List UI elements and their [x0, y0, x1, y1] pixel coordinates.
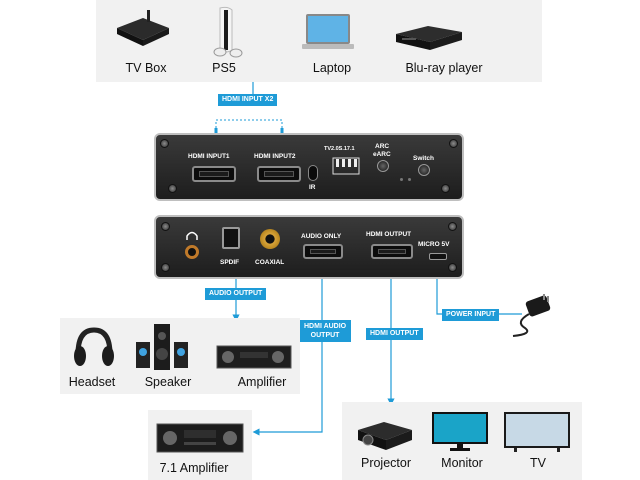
laptop-image	[300, 12, 356, 54]
amplifier-71-image	[156, 422, 244, 454]
spdif-port[interactable]	[222, 227, 240, 249]
back-screw	[161, 263, 170, 272]
back-screw	[448, 263, 457, 272]
coaxial-port[interactable]	[260, 229, 280, 249]
headset-image	[70, 324, 118, 372]
hdmi-input-x2-tag: HDMI INPUT X2	[218, 94, 278, 106]
hdmi-output-port[interactable]	[371, 244, 413, 259]
monitor-image	[430, 410, 490, 454]
switch-button[interactable]	[418, 164, 430, 176]
hdmi-audio-output-line2: OUTPUT	[310, 332, 340, 339]
audio-only-port[interactable]	[303, 244, 343, 259]
tv-box-image	[113, 10, 171, 52]
arc-earc-button[interactable]	[377, 160, 389, 172]
ps5-label: PS5	[212, 61, 236, 75]
audio-only-label: AUDIO ONLY	[301, 233, 342, 240]
earc-label: eARC	[373, 151, 391, 158]
amplifier-71-label: 7.1 Amplifier	[159, 461, 229, 475]
micro-5v-label: MICRO 5V	[418, 241, 450, 248]
back-screw	[448, 222, 457, 231]
hdmi-audio-output-line1: HDMI AUDIO	[304, 323, 347, 330]
amplifier-label: Amplifier	[237, 375, 287, 389]
power-adapter-image	[505, 292, 565, 338]
micro-usb-port[interactable]	[429, 253, 447, 260]
arc-label: ARC	[375, 143, 390, 150]
projector-image	[354, 418, 414, 452]
coaxial-label: COAXIAL	[255, 259, 285, 266]
hdmi-audio-output-tag: HDMI AUDIO OUTPUT	[299, 320, 352, 342]
dip-switch[interactable]	[332, 157, 360, 175]
front-screw	[168, 184, 177, 193]
front-screw	[441, 184, 450, 193]
ir-sensor	[308, 165, 318, 181]
ir-label: IR	[309, 184, 316, 191]
bluray-player-label: Blu-ray player	[405, 61, 483, 75]
front-screw	[160, 139, 169, 148]
tv-label: TV	[530, 456, 546, 470]
tv-version-label: TV2.0S.17.1	[324, 146, 355, 152]
speaker-image	[132, 322, 192, 372]
power-input-tag: POWER INPUT	[442, 309, 500, 321]
tv-image	[502, 410, 572, 454]
laptop-label: Laptop	[312, 61, 352, 75]
back-panel-device: SPDIF COAXIAL AUDIO ONLY HDMI OUTPUT MIC…	[154, 215, 464, 279]
projector-label: Projector	[360, 456, 412, 470]
headset-label: Headset	[68, 375, 116, 389]
hdmi-output-tag: HDMI OUTPUT	[366, 328, 423, 340]
ps5-image	[208, 6, 248, 58]
led-indicator	[400, 178, 403, 181]
audio-output-tag: AUDIO OUTPUT	[205, 288, 267, 300]
hdmi-input1-port[interactable]	[192, 166, 236, 182]
hdmi-output-label: HDMI OUTPUT	[366, 231, 412, 238]
front-screw	[449, 139, 458, 148]
led-indicator	[408, 178, 411, 181]
tv-box-label: TV Box	[125, 61, 167, 75]
speaker-label: Speaker	[144, 375, 192, 389]
hdmi-input2-label: HDMI INPUT2	[254, 153, 296, 160]
headphone-icon	[185, 229, 199, 241]
amplifier-image	[216, 344, 292, 370]
headphone-jack[interactable]	[185, 245, 199, 259]
spdif-label: SPDIF	[220, 259, 240, 266]
monitor-label: Monitor	[441, 456, 483, 470]
bluray-player-image	[392, 24, 464, 52]
front-panel-device: HDMI INPUT1 HDMI INPUT2 IR TV2.0S.17.1 A…	[154, 133, 464, 201]
back-screw	[161, 222, 170, 231]
hdmi-input1-label: HDMI INPUT1	[188, 153, 230, 160]
switch-label: Switch	[413, 155, 434, 162]
hdmi-input2-port[interactable]	[257, 166, 301, 182]
